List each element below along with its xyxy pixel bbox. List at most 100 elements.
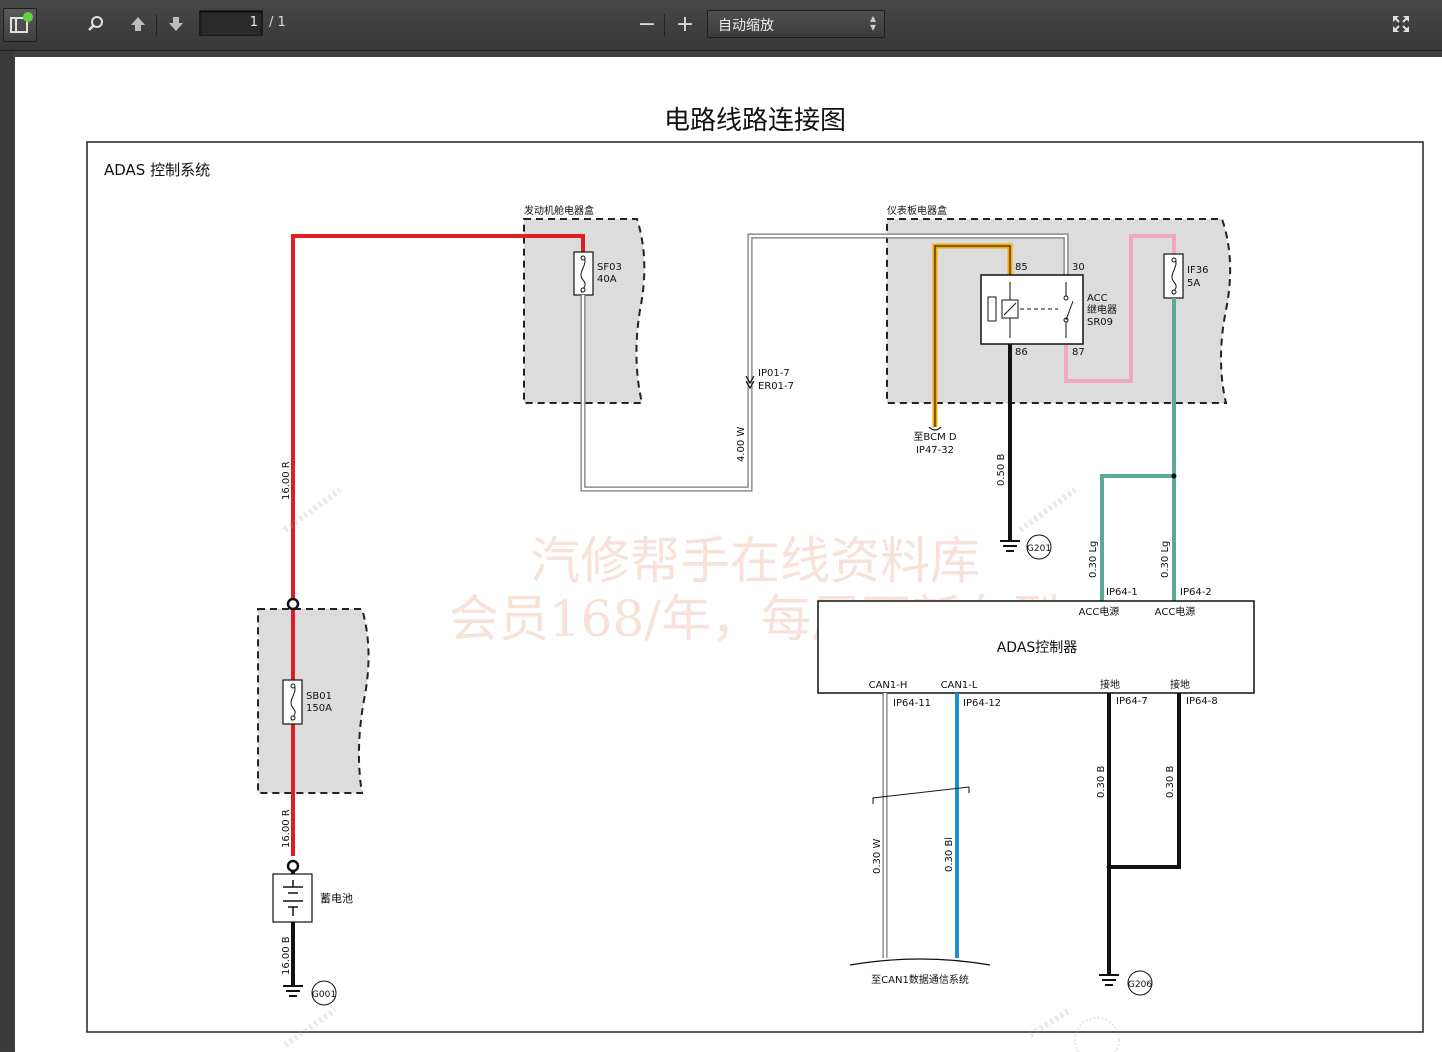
bcm-label-line1: 至BCM D [913, 431, 956, 443]
pin-ip64-7: IP64-7 [1116, 696, 1148, 707]
wire-label-030b-2: 0.30 B [1165, 766, 1176, 798]
diagram-border [86, 141, 1424, 1033]
wire-label-030lg-1: 0.30 Lg [1088, 541, 1099, 578]
wiring-diagram: 电路线路连接图 ADAS 控制系统 汽修帮手在线资料库 会员168/年，每周更新… [86, 106, 1424, 1052]
connector-arrow-icon [745, 375, 755, 385]
select-arrows-icon: ▴▾ [869, 11, 876, 34]
pdf-toolbar: 1 / 1 − + 自动缩放 ▴▾ [0, 0, 1442, 51]
pin-ip64-8: IP64-8 [1186, 696, 1218, 707]
page-count: / 1 [269, 15, 286, 30]
can-l-label: CAN1-L [941, 680, 978, 691]
relay-name-line2: 继电器 [1087, 303, 1117, 316]
ground-g001 [311, 980, 337, 1006]
zoom-select-value: 自动缩放 [718, 18, 774, 34]
fuse-sb01 [282, 679, 303, 725]
relay-pin-86: 86 [1015, 347, 1028, 358]
fuse-sb01-rating: 150A [306, 703, 332, 714]
watermark-stamps [283, 487, 1120, 1052]
connector-terminal [286, 859, 300, 873]
splice-point [1171, 473, 1177, 479]
green-wire-lg [1100, 298, 1176, 601]
ground-g206-label: G206 [1128, 980, 1152, 990]
yellow-wire-stripe [934, 245, 1011, 427]
ground-symbol-icon [1099, 974, 1119, 986]
fuse-if36-rating: 5A [1187, 278, 1200, 289]
ip-box-label: 仪表板电器盒 [887, 204, 947, 217]
relay-pin-85: 85 [1015, 262, 1028, 273]
arrow-down-icon [169, 17, 183, 31]
pin-ip64-2: IP64-2 [1180, 587, 1212, 598]
battery-fuse-box [257, 608, 370, 794]
zoom-out-button[interactable]: − [637, 11, 657, 37]
can-h-label: CAN1-H [869, 680, 908, 691]
search-icon [88, 16, 103, 31]
pin-ip64-1: IP64-1 [1106, 587, 1138, 598]
presentation-mode-button[interactable] [1387, 10, 1415, 38]
engine-box-label: 发动机舱电器盒 [524, 204, 594, 217]
ground-pin-label-1: 接地 [1100, 678, 1120, 691]
splice-point [1106, 864, 1112, 870]
bcm-label-line2: IP47-32 [916, 445, 954, 456]
fullscreen-icon [1393, 16, 1409, 32]
adas-controller [817, 600, 1255, 694]
next-page-button[interactable] [162, 10, 190, 38]
ground-g001-label: G001 [312, 990, 336, 1000]
page-number-input[interactable]: 1 [199, 10, 263, 36]
red-wire-16r [291, 234, 585, 603]
wire-label-030lg-2: 0.30 Lg [1160, 541, 1171, 578]
toolbar-separator [664, 14, 665, 36]
acc-power-label-1: ACC电源 [1079, 605, 1120, 618]
pin-ip64-11: IP64-11 [893, 698, 931, 709]
fuse-sb01-name: SB01 [306, 691, 332, 702]
white-wire-4w [581, 234, 1068, 491]
ground-symbol-icon [1000, 540, 1020, 552]
wire-label-16r-top: 16.00 R [281, 461, 292, 500]
relay-coil-icon [987, 296, 997, 322]
zoom-select[interactable]: 自动缩放 ▴▾ [707, 10, 885, 38]
connector-er01: ER01-7 [758, 381, 794, 392]
wire-label-030bl: 0.30 Bl [944, 837, 955, 872]
ground-pin-label-2: 接地 [1170, 678, 1190, 691]
connector-ip01: IP01-7 [758, 368, 790, 379]
ground-g206 [1127, 970, 1153, 996]
previous-page-button[interactable] [124, 10, 152, 38]
watermark-line1: 汽修帮手在线资料库 [530, 532, 980, 590]
can-bus-label: 至CAN1数据通信系统 [871, 973, 969, 986]
sidebar-toggle-button[interactable] [3, 8, 37, 42]
toolbar-separator [156, 14, 157, 36]
connector-terminal [286, 597, 300, 611]
arrow-up-icon [131, 17, 145, 31]
wire-label-16r-bottom: 16.00 R [281, 809, 292, 848]
ground-symbol-icon [283, 985, 303, 997]
zoom-in-button[interactable]: + [675, 11, 695, 37]
sidebar-icon [10, 12, 33, 33]
fuse-sf03-name: SF03 [597, 262, 622, 273]
search-button[interactable] [82, 10, 110, 38]
fuse-if36-name: IF36 [1187, 265, 1208, 276]
battery-label: 蓄电池 [320, 892, 353, 905]
relay-pin-30: 30 [1072, 262, 1085, 273]
black-wire-030b [1107, 693, 1181, 974]
fuse-sf03-rating: 40A [597, 274, 617, 285]
twisted-pair-marker [872, 786, 970, 804]
wire-label-030w: 0.30 W [872, 839, 883, 874]
wire-label-030b-1: 0.30 B [1096, 766, 1107, 798]
pin-ip64-12: IP64-12 [963, 698, 1001, 709]
relay-pin-87: 87 [1072, 347, 1085, 358]
acc-power-label-2: ACC电源 [1155, 605, 1196, 618]
diagram-title: 电路线路连接图 [664, 106, 846, 136]
pink-wire [1064, 234, 1176, 383]
relay-name-line1: ACC [1087, 293, 1108, 304]
wire-label-050b: 0.50 B [996, 454, 1007, 486]
viewer-left-edge [0, 51, 14, 1046]
battery-icon [283, 880, 303, 916]
pdf-page: 电路线路连接图 ADAS 控制系统 汽修帮手在线资料库 会员168/年，每周更新… [15, 57, 1442, 1052]
wire-label-16b: 16.00 B [281, 936, 292, 975]
system-label: ADAS 控制系统 [104, 161, 210, 179]
wire-label-4w: 4.00 W [736, 427, 747, 462]
ground-g201 [1026, 534, 1052, 560]
relay-name-line3: SR09 [1087, 317, 1113, 328]
can-bus-break-line [849, 958, 991, 966]
controller-name: ADAS控制器 [997, 640, 1078, 656]
ground-g201-label: G201 [1027, 544, 1051, 554]
